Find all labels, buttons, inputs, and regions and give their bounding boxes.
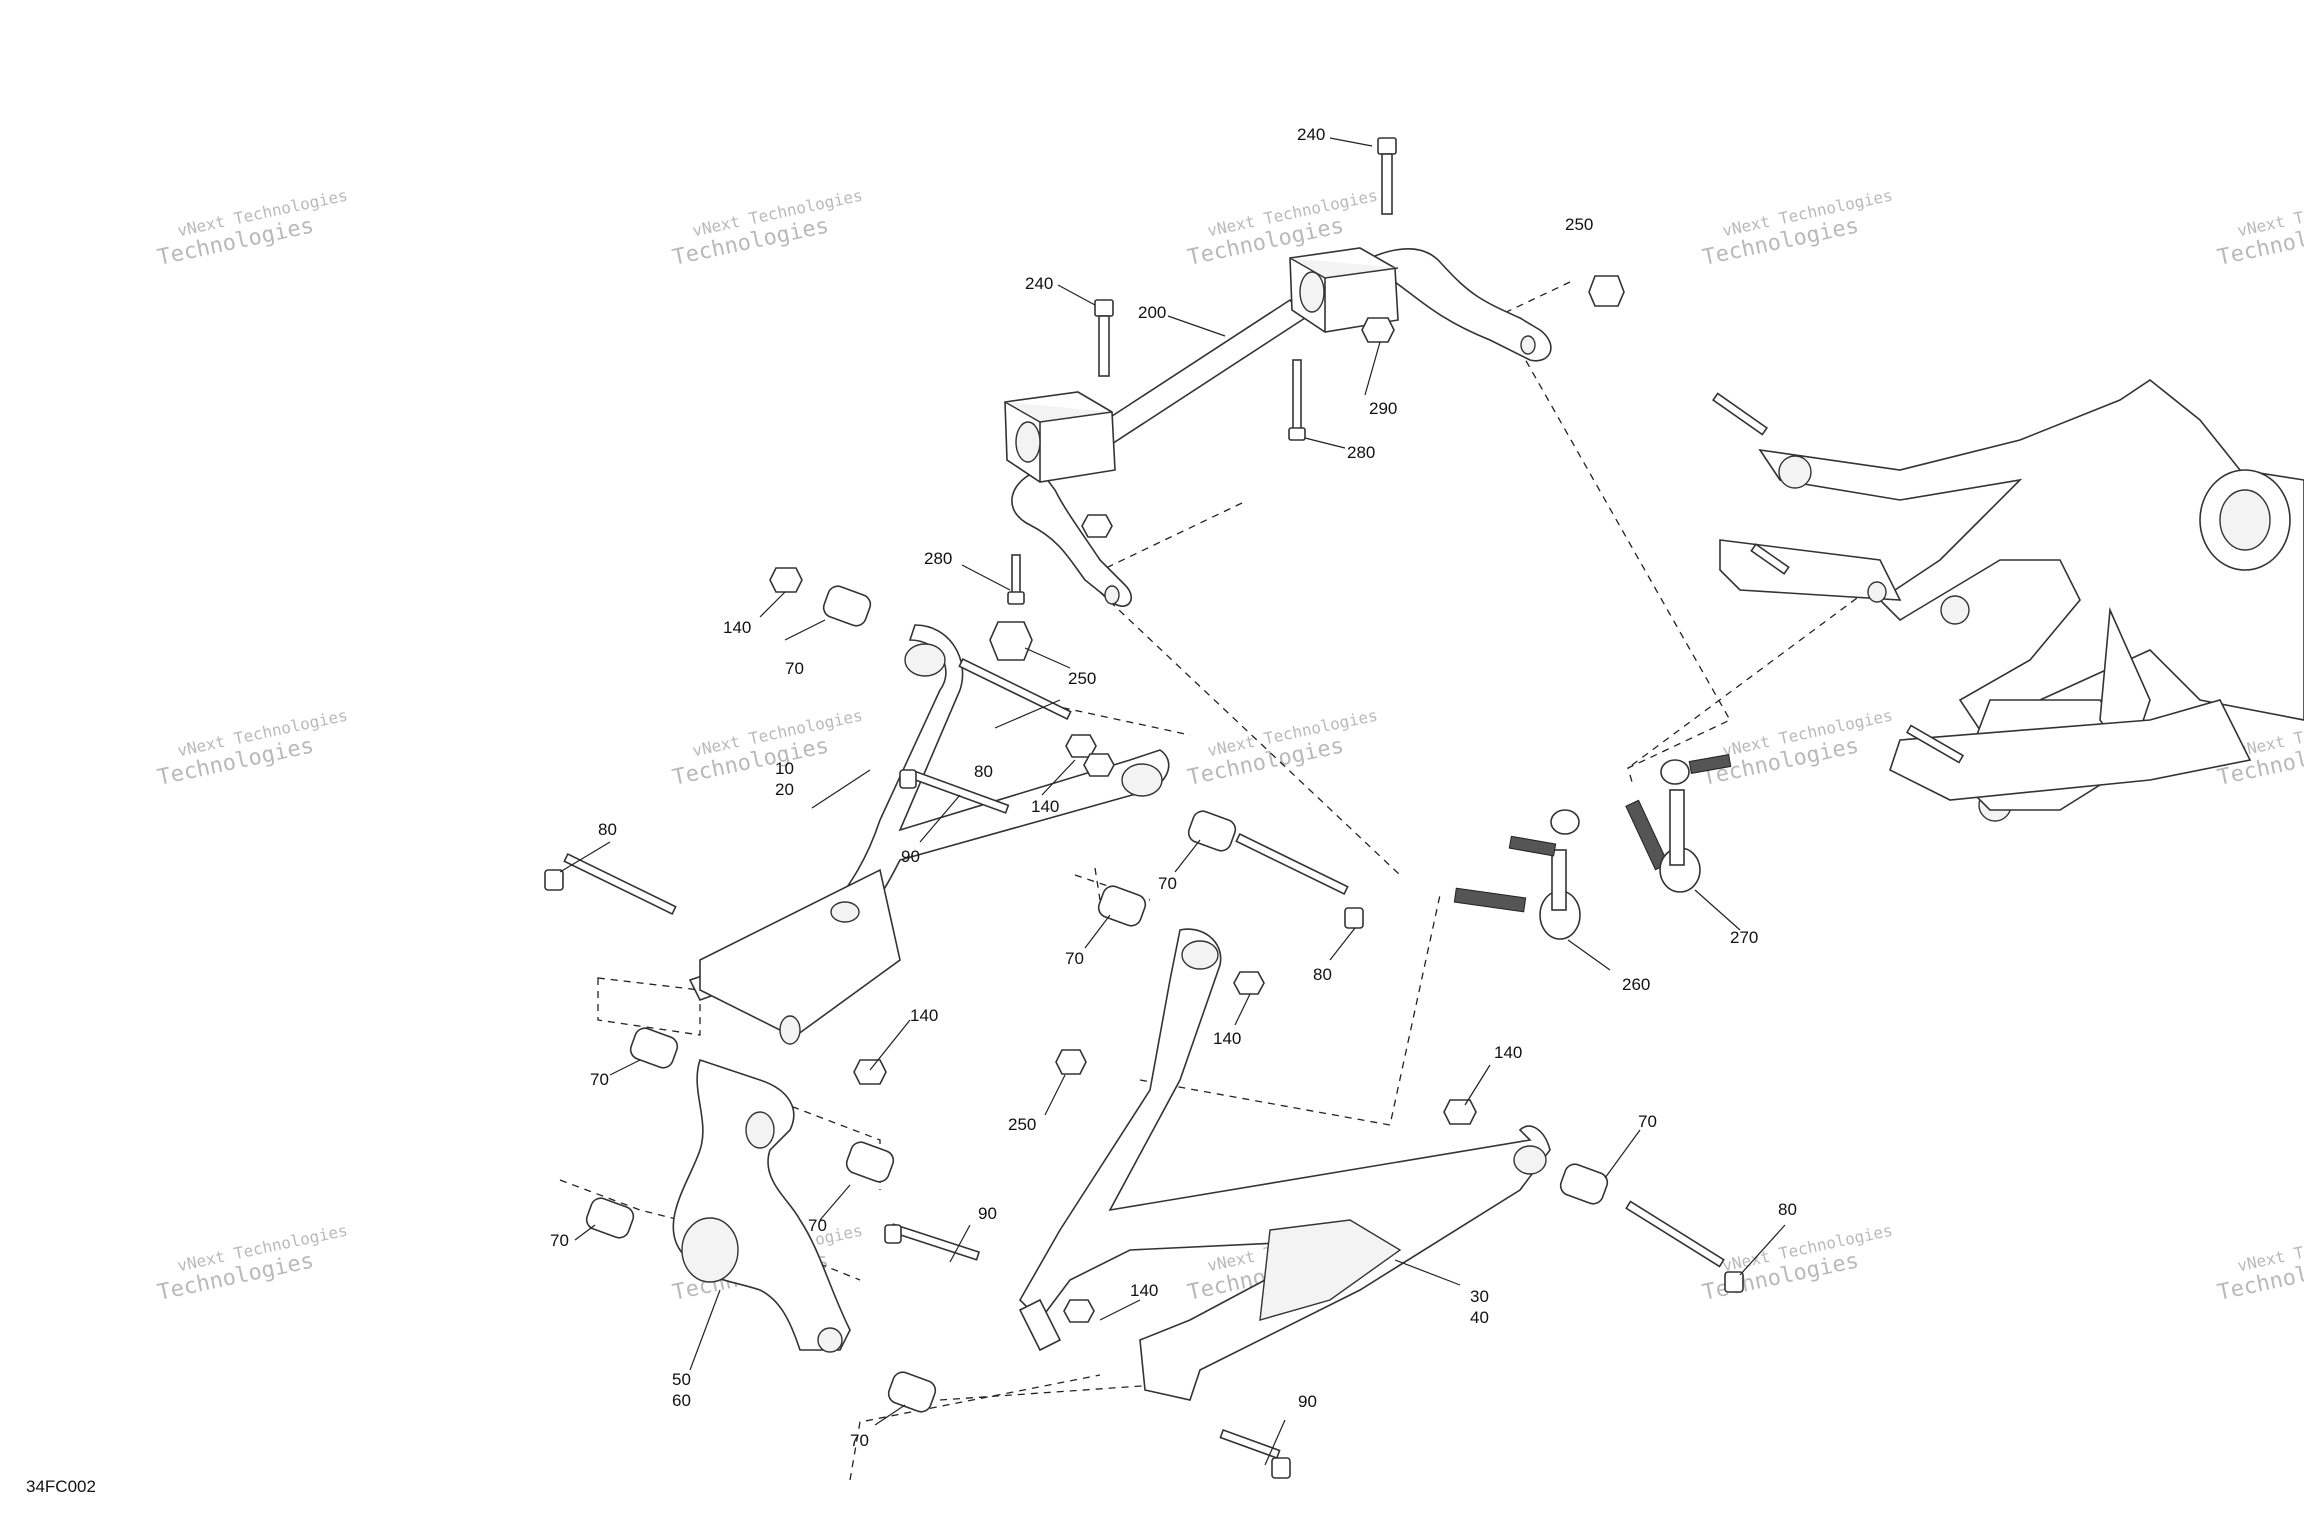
sway-link-260	[1453, 809, 1581, 940]
callout-label: 20	[775, 780, 794, 799]
callout-label: 90	[901, 847, 920, 866]
sway-link-270	[1625, 754, 1732, 893]
nut-250-left	[989, 621, 1033, 661]
nuts-140	[769, 567, 1477, 1323]
upper-a-arm	[688, 624, 1170, 1045]
nut-under-left-bushing	[1081, 514, 1113, 538]
callout-label: 70	[808, 1216, 827, 1235]
callout-label: 250	[1068, 669, 1096, 688]
bar-bushing-right	[1289, 247, 1399, 333]
callout-label: 280	[1347, 443, 1375, 462]
callout-label: 70	[1158, 874, 1177, 893]
callout-label: 140	[1494, 1043, 1522, 1062]
bolt-280-left	[1007, 554, 1025, 605]
callout-label: 260	[1622, 975, 1650, 994]
callout-label: 40	[1470, 1308, 1489, 1327]
callout-label: 80	[598, 820, 617, 839]
callout-label: 70	[550, 1231, 569, 1250]
nut-250-bar	[1588, 275, 1625, 307]
callout-label: 90	[978, 1204, 997, 1223]
callout-label: 90	[1298, 1392, 1317, 1411]
callout-label: 70	[1638, 1112, 1657, 1131]
callouts: 240 240 250 200 290 280 280 250 140 70 8…	[550, 125, 1797, 1450]
knuckle	[672, 1058, 851, 1353]
bolts-80-90	[544, 658, 1744, 1479]
callout-label: 10	[775, 759, 794, 778]
lower-a-arm	[1018, 928, 1551, 1401]
callout-label: 140	[910, 1006, 938, 1025]
callout-label: 290	[1369, 399, 1397, 418]
callout-label: 70	[1065, 949, 1084, 968]
callout-label: 70	[785, 659, 804, 678]
callout-label: 70	[590, 1070, 609, 1089]
callout-label: 80	[1778, 1200, 1797, 1219]
nut-290	[1361, 317, 1395, 343]
bolt-240-left	[1094, 299, 1114, 377]
callout-label: 50	[672, 1370, 691, 1389]
callout-label: 250	[1008, 1115, 1036, 1134]
bushings-70	[585, 585, 1609, 1413]
callout-label: 280	[924, 549, 952, 568]
callout-label: 250	[1565, 215, 1593, 234]
callout-label: 80	[974, 762, 993, 781]
callout-label: 140	[1031, 797, 1059, 816]
leader-lines	[559, 137, 1786, 1466]
callout-label: 60	[672, 1391, 691, 1410]
callout-label: 140	[1213, 1029, 1241, 1048]
bar-bushing-left	[1004, 391, 1116, 483]
assembled-view-right	[1712, 379, 2304, 822]
drawing-code: 34FC002	[26, 1477, 96, 1496]
callout-label: 270	[1730, 928, 1758, 947]
callout-label: 70	[850, 1431, 869, 1450]
callout-label: 240	[1297, 125, 1325, 144]
callout-label: 200	[1138, 303, 1166, 322]
callout-label: 80	[1313, 965, 1332, 984]
callout-label: 30	[1470, 1287, 1489, 1306]
bolt-240-top	[1377, 137, 1397, 215]
callout-label: 140	[1130, 1281, 1158, 1300]
callout-label: 240	[1025, 274, 1053, 293]
callout-label: 140	[723, 618, 751, 637]
bolt-280-right	[1288, 359, 1306, 441]
